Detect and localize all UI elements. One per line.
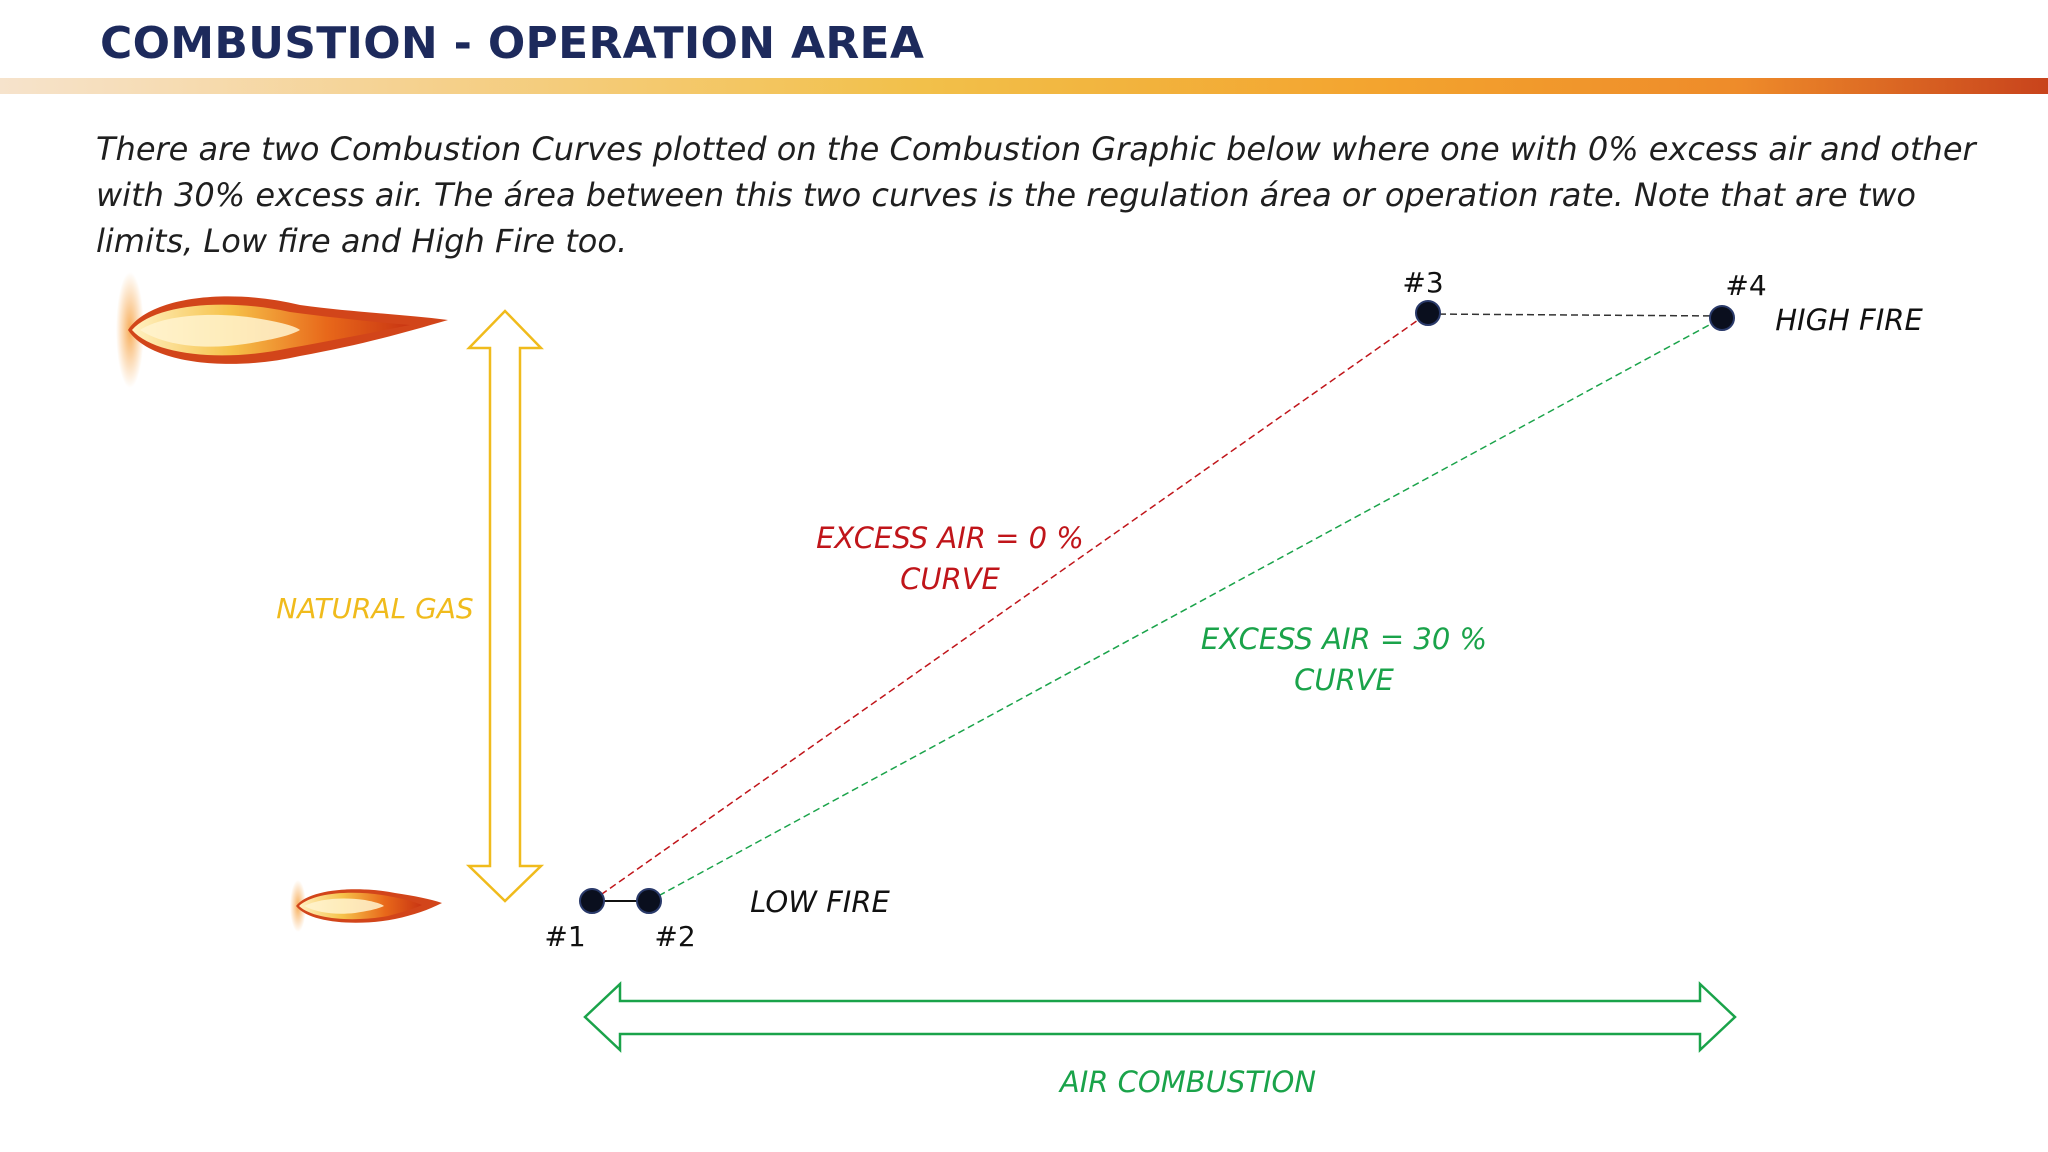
description-line-3: limits, Low fire and High Fire too. [96, 222, 628, 260]
air-combustion-label: AIR COMBUSTION [1058, 1065, 1316, 1099]
curve-30-label-line-2: CURVE [1294, 663, 1394, 697]
point-3-label: #3 [1402, 266, 1443, 299]
point-4-marker [1709, 305, 1735, 331]
high-fire-line [1427, 313, 1723, 317]
excess-air-30-curve-line [648, 317, 1723, 902]
point-2-marker [636, 888, 662, 914]
point-1-label: #1 [544, 920, 585, 953]
point-2-label: #2 [654, 920, 695, 953]
curve-0-label-line-2: CURVE [900, 562, 1000, 596]
air-combustion-arrow [583, 981, 1737, 1053]
point-1-marker [579, 888, 605, 914]
natural-gas-label: NATURAL GAS [276, 592, 473, 625]
description-line-1: There are two Combustion Curves plotted … [96, 130, 1976, 168]
high-flame-icon [116, 272, 448, 388]
page-title: COMBUSTION - OPERATION AREA [100, 18, 925, 69]
curve-0-label-line-1: EXCESS AIR = 0 % [816, 521, 1084, 555]
low-flame-icon [290, 880, 442, 932]
natural-gas-arrow [465, 309, 545, 903]
description: There are two Combustion Curves plotted … [96, 126, 2016, 264]
point-4-label: #4 [1725, 269, 1766, 302]
low-fire-label: LOW FIRE [750, 885, 890, 919]
excess-air-0-curve-line [591, 312, 1429, 902]
description-line-2: with 30% excess air. The área between th… [96, 176, 1916, 214]
curve-30-label-line-1: EXCESS AIR = 30 % [1201, 622, 1487, 656]
high-fire-label: HIGH FIRE [1775, 303, 1923, 337]
point-3-marker [1415, 300, 1441, 326]
title-underline-bar [0, 78, 2048, 94]
